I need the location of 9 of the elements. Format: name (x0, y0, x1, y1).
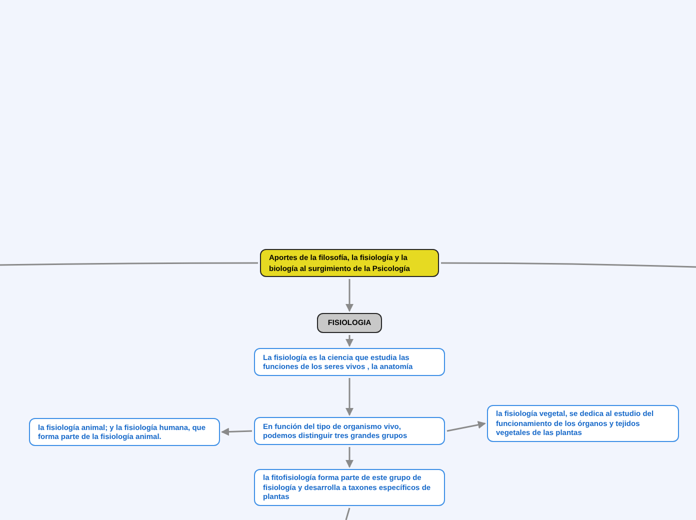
connector-line (446, 420, 486, 432)
connector-line (346, 335, 354, 347)
connector-line (346, 279, 354, 312)
connector-line (346, 378, 354, 416)
connector-line (441, 262, 696, 268)
connector-line (221, 428, 252, 436)
connector-line (0, 262, 258, 266)
connector-line (345, 508, 350, 520)
connector-line (346, 447, 354, 468)
